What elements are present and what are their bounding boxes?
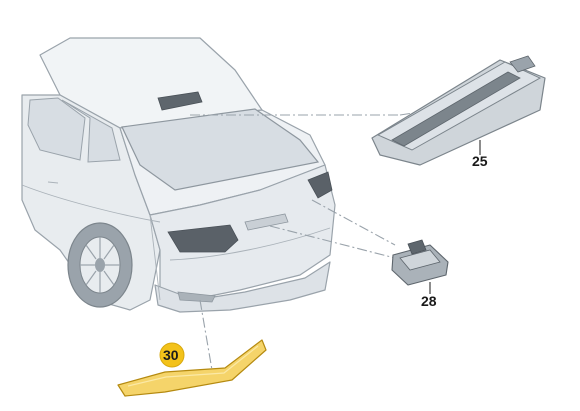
spoke bbox=[85, 244, 97, 260]
callout-badge-30 bbox=[159, 342, 185, 368]
leader-lines bbox=[190, 111, 421, 371]
brake-light-lens bbox=[391, 71, 521, 147]
bumper-trim-highlight-strip bbox=[127, 345, 259, 387]
leader-line-plate-light-upper bbox=[311, 199, 396, 246]
rear-wheel bbox=[67, 222, 133, 308]
callout-number-25: 25 bbox=[472, 153, 488, 169]
door-handle bbox=[47, 181, 59, 184]
callout-number-30: 30 bbox=[163, 347, 179, 363]
part-plate-light[interactable]: 28 bbox=[391, 239, 449, 309]
rear-corner-line bbox=[149, 214, 161, 301]
leader-line-brake-light-end bbox=[399, 111, 421, 116]
leader-line-bumper-trim bbox=[199, 299, 213, 371]
tail-light-right bbox=[307, 171, 333, 199]
spoke bbox=[85, 270, 97, 286]
bumper-trim-body bbox=[117, 339, 267, 397]
side-crease bbox=[21, 184, 161, 223]
side-window-rear bbox=[61, 99, 121, 163]
plate-light-top bbox=[399, 249, 441, 271]
trunk-handle bbox=[244, 213, 289, 231]
plate-light-connector bbox=[407, 239, 427, 255]
spoke bbox=[103, 270, 115, 286]
brake-light-connector bbox=[509, 55, 536, 73]
leader-line-plate-light-lower bbox=[269, 225, 396, 259]
tail-light-left bbox=[167, 224, 239, 253]
car-brake-light-slot bbox=[157, 91, 203, 111]
rear-crease bbox=[169, 227, 331, 261]
hub bbox=[95, 258, 105, 272]
spoke bbox=[103, 244, 115, 260]
part-bumper-trim[interactable]: 30 bbox=[117, 339, 267, 397]
body-lines bbox=[21, 181, 331, 301]
side-windows bbox=[27, 97, 121, 163]
part-brake-light[interactable]: 25 bbox=[371, 55, 546, 169]
bumper-reflector bbox=[177, 291, 216, 303]
callout-number-28: 28 bbox=[421, 293, 437, 309]
rear-window bbox=[121, 108, 320, 191]
side-window-front bbox=[27, 97, 86, 161]
